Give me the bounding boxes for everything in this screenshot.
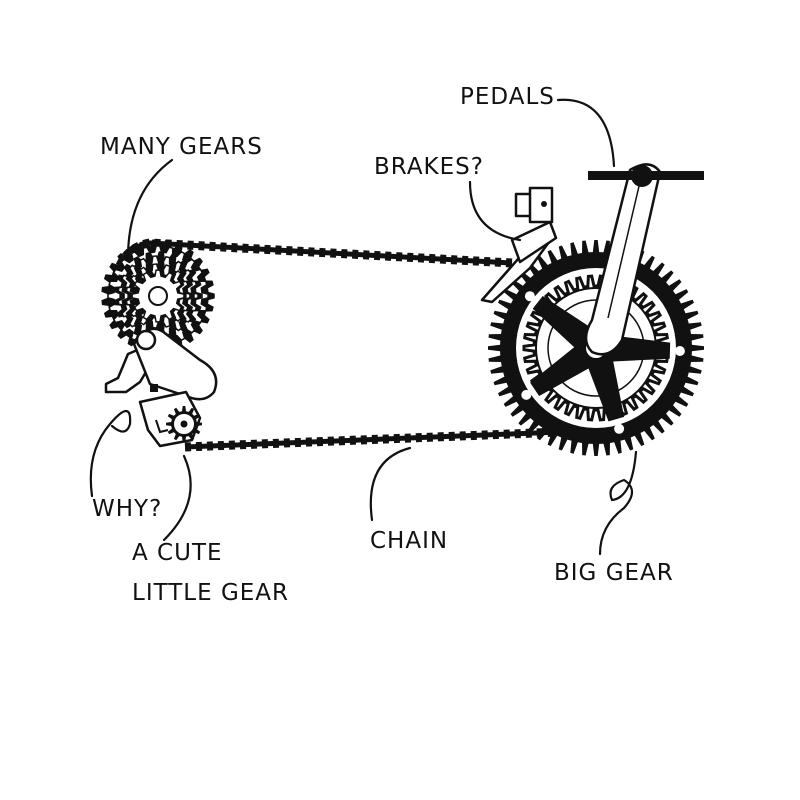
derailleur-pivot [135, 329, 157, 351]
rear-derailleur-body [132, 327, 218, 401]
label-big-gear: BIG GEAR [554, 560, 674, 586]
front-derailleur [480, 186, 558, 304]
leader-many-gears [126, 158, 174, 260]
leader-cute-gear [162, 454, 192, 542]
leader-chain [369, 446, 412, 522]
leader-brakes [468, 180, 522, 242]
label-cute-line2: LITTLE GEAR [132, 580, 289, 606]
label-chain: CHAIN [370, 528, 448, 554]
leader-lines [89, 98, 638, 556]
derailleur-cage [510, 220, 558, 264]
leader-pedals [556, 98, 616, 168]
chainring-bolt [674, 346, 685, 356]
derailleur-cage-mark [155, 419, 169, 434]
chainring-bolt [521, 389, 532, 400]
chainring-bolt [524, 291, 535, 302]
derailleur-cable-stop [150, 384, 158, 392]
derailleur-housing [528, 186, 554, 224]
label-many-gears: MANY GEARS [100, 134, 263, 160]
pedal-axle [631, 165, 653, 187]
derailleur-screw [541, 201, 547, 207]
jockey-wheel-axle [180, 420, 188, 428]
label-brakes: BRAKES? [374, 154, 484, 180]
cute-little-gear [166, 406, 202, 442]
label-cute-line1: A CUTE [132, 540, 223, 566]
crank-arm-body [584, 163, 662, 356]
cassette-lockring [148, 286, 168, 306]
label-why: WHY? [92, 496, 162, 522]
chain-bottom-links [184, 427, 561, 452]
labels: PEDALS MANY GEARS BRAKES? WHY? A CUTE LI… [92, 84, 674, 606]
crank-arm [584, 163, 704, 356]
label-pedals: PEDALS [460, 84, 555, 110]
leader-big-gear [598, 450, 638, 556]
chainring-bolt [614, 423, 625, 434]
rear-derailleur [104, 327, 218, 448]
cassette [101, 239, 215, 353]
leader-why [89, 409, 132, 498]
crank-arm-highlight [607, 181, 641, 319]
